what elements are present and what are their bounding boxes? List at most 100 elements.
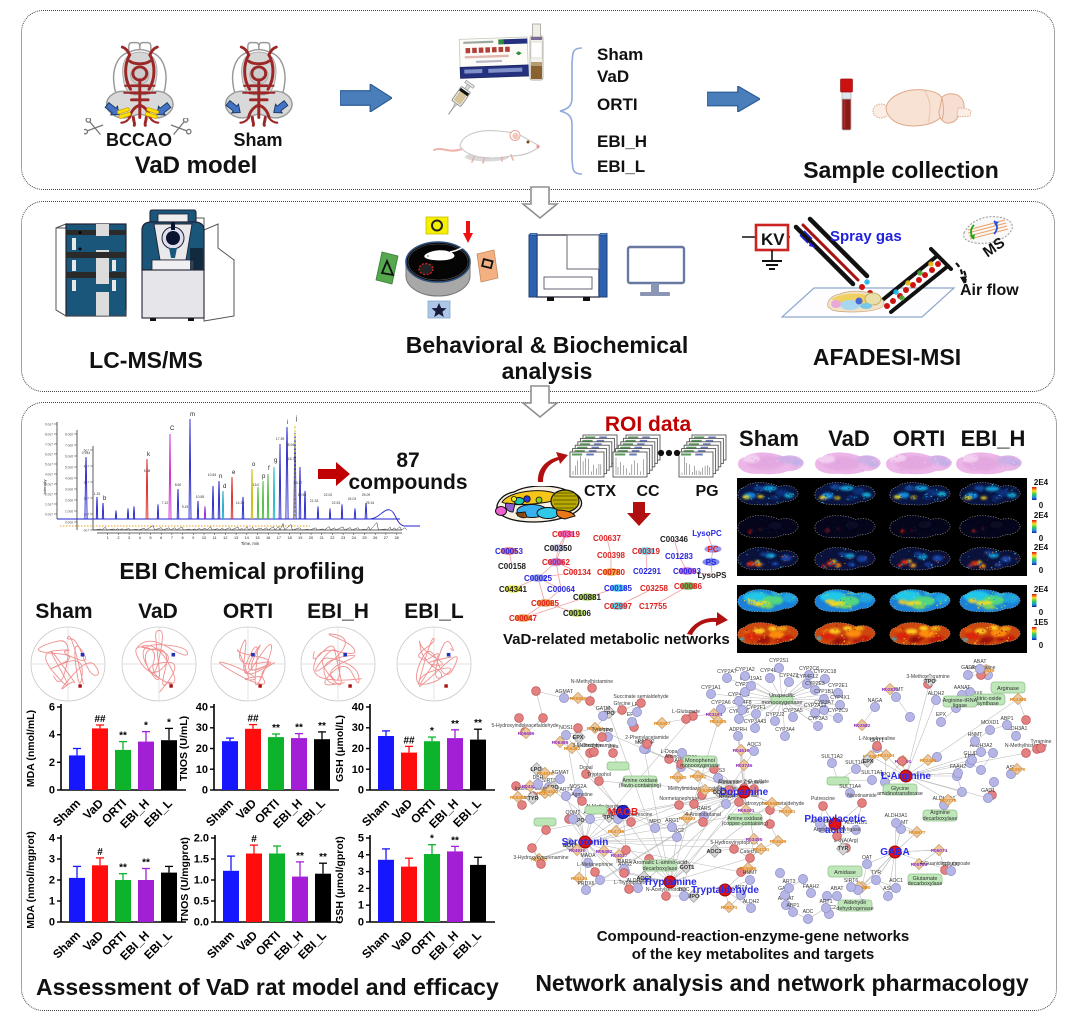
svg-text:C00350: C00350	[544, 544, 573, 553]
svg-text:R04716: R04716	[608, 829, 625, 835]
svg-text:AOC3: AOC3	[637, 876, 652, 882]
svg-text:RARS: RARS	[697, 806, 712, 812]
svg-text:Glycine: Glycine	[891, 786, 909, 792]
svg-text:ALDH3A1: ALDH3A1	[1005, 726, 1028, 732]
svg-text:Tyramine: Tyramine	[1031, 739, 1052, 745]
svg-text:15: 15	[255, 536, 259, 540]
svg-text:Glutamate: Glutamate	[913, 876, 938, 882]
svg-text:4: 4	[49, 729, 56, 741]
svg-text:LysoPS: LysoPS	[697, 571, 727, 580]
svg-text:amidinotransferase: amidinotransferase	[877, 791, 923, 797]
svg-text:(copper-containing): (copper-containing)	[722, 821, 769, 827]
svg-text:CYP2J2: CYP2J2	[766, 712, 785, 718]
svg-text:20: 20	[309, 536, 313, 540]
svg-text:14.29: 14.29	[236, 501, 245, 505]
svg-text:R04910: R04910	[569, 848, 586, 854]
svg-text:Citrulline: Citrulline	[744, 780, 764, 786]
svg-text:N-Methylhistamine: N-Methylhistamine	[571, 679, 613, 685]
svg-text:L-Metanephrine: L-Metanephrine	[577, 862, 613, 868]
svg-text:TPO: TPO	[924, 679, 935, 685]
svg-text:23: 23	[341, 536, 345, 540]
svg-text:SULT1A1: SULT1A1	[861, 770, 883, 776]
svg-text:0: 0	[1039, 566, 1044, 575]
svg-text:R06074: R06074	[931, 848, 948, 854]
svg-text:TYR: TYR	[871, 870, 882, 876]
svg-text:4: 4	[49, 833, 56, 845]
svg-text:ART1: ART1	[820, 899, 833, 905]
svg-text:R03649: R03649	[770, 839, 787, 845]
svg-text:R04231: R04231	[753, 847, 770, 853]
svg-text:ALDH3B2: ALDH3B2	[627, 878, 650, 884]
svg-text:Amine oxidase: Amine oxidase	[727, 816, 762, 822]
svg-text:20: 20	[196, 743, 208, 755]
svg-text:10: 10	[196, 764, 208, 776]
svg-text:6: 6	[49, 702, 55, 714]
svg-text:NAGA: NAGA	[868, 698, 883, 704]
svg-text:5.0e6: 5.0e6	[65, 466, 73, 470]
svg-text:C00319: C00319	[552, 530, 581, 539]
svg-text:8: 8	[182, 536, 184, 540]
svg-text:R04328: R04328	[522, 784, 539, 790]
svg-text:NOS2A: NOS2A	[569, 784, 587, 790]
svg-text:CYP2C8: CYP2C8	[799, 666, 819, 672]
svg-text:Phenylacetic: Phenylacetic	[804, 814, 866, 825]
svg-text:**: **	[451, 719, 459, 730]
svg-text:C00780: C00780	[597, 568, 626, 577]
svg-text:SULT1A3: SULT1A3	[845, 760, 867, 766]
svg-text:R03261: R03261	[779, 809, 796, 815]
svg-text:TNOS (U/mL): TNOS (U/mL)	[178, 716, 190, 781]
svg-text:#: #	[97, 847, 103, 858]
svg-text:C00881: C00881	[573, 593, 602, 602]
svg-text:C00398: C00398	[597, 551, 626, 560]
svg-text:0.5: 0.5	[194, 896, 209, 908]
svg-text:f: f	[268, 466, 270, 472]
svg-text:R05298: R05298	[697, 788, 714, 794]
svg-text:LPO: LPO	[530, 767, 541, 773]
svg-text:4.0e7: 4.0e7	[45, 473, 53, 477]
svg-text:Nicotinamide: Nicotinamide	[847, 793, 877, 799]
svg-text:L-Dopa: L-Dopa	[661, 749, 678, 755]
svg-text:2: 2	[117, 536, 119, 540]
svg-text:L-Tryptophan: L-Tryptophan	[614, 880, 644, 886]
svg-text:9.19: 9.19	[182, 505, 189, 509]
svg-text:Fumarate: Fumarate	[718, 780, 740, 786]
svg-text:C04341: C04341	[499, 585, 528, 594]
svg-text:##: ##	[403, 735, 415, 746]
svg-text:C00085: C00085	[531, 599, 560, 608]
svg-text:R03455: R03455	[746, 837, 763, 843]
svg-text:CYP4F12: CYP4F12	[796, 674, 818, 680]
svg-text:0: 0	[1039, 641, 1044, 650]
svg-text:3.0e7: 3.0e7	[45, 483, 53, 487]
svg-text:30: 30	[196, 722, 208, 734]
svg-text:EPX: EPX	[863, 759, 874, 765]
svg-text:AGMAT: AGMAT	[551, 770, 569, 776]
svg-text:10: 10	[352, 764, 364, 776]
svg-text:CYP2F1: CYP2F1	[746, 705, 765, 711]
svg-text:C00637: C00637	[593, 534, 622, 543]
svg-text:R06559: R06559	[570, 696, 587, 702]
svg-text:22: 22	[330, 536, 334, 540]
svg-text:CYP1A2: CYP1A2	[735, 667, 755, 673]
svg-text:PC: PC	[707, 545, 718, 554]
svg-text:5-Hydroxyindoleacetaldehyde: 5-Hydroxyindoleacetaldehyde	[491, 723, 558, 729]
svg-text:2: 2	[49, 875, 55, 887]
svg-text:R02097: R02097	[863, 754, 880, 760]
svg-text:5.08: 5.08	[144, 469, 151, 473]
svg-text:R06171: R06171	[721, 905, 738, 911]
svg-text:CYP1B1: CYP1B1	[814, 689, 834, 695]
svg-text:3: 3	[49, 854, 55, 866]
svg-text:17.39: 17.39	[276, 437, 285, 441]
svg-text:MPO: MPO	[649, 819, 661, 825]
svg-text:Aromatic L-amino-acid: Aromatic L-amino-acid	[633, 860, 687, 866]
svg-text:MPO: MPO	[687, 894, 699, 900]
svg-text:0.0e7: 0.0e7	[45, 513, 53, 517]
svg-text:N-Acetylputrescine: N-Acetylputrescine	[610, 812, 653, 818]
svg-text:Intensity: Intensity	[42, 480, 47, 495]
svg-text:EPX: EPX	[627, 712, 638, 718]
svg-text:4: 4	[139, 536, 141, 540]
svg-text:24: 24	[352, 536, 356, 540]
svg-text:AOC1: AOC1	[889, 878, 903, 884]
svg-text:0: 0	[358, 917, 364, 929]
svg-text:4.0e6: 4.0e6	[65, 477, 73, 481]
svg-text:5.0e7: 5.0e7	[45, 463, 53, 467]
